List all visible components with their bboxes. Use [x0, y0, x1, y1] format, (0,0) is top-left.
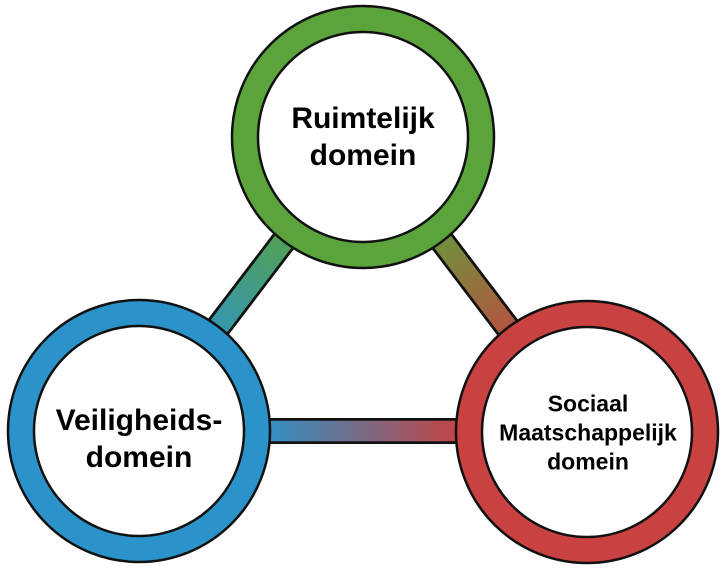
label-line: Ruimtelijk — [291, 102, 435, 135]
node-label-veiligheids: Veiligheids- domein — [56, 402, 223, 476]
ring-inner-circle — [32, 324, 246, 538]
label-line: domein — [547, 448, 629, 475]
node-label-sociaal: Sociaal Maatschappelijk domein — [499, 390, 677, 477]
label-line: Maatschappelijk — [499, 419, 677, 446]
label-line: Veiligheids- — [55, 404, 223, 437]
ring-inner-circle — [256, 30, 470, 244]
label-line: domein — [309, 139, 417, 172]
node-ring-ruimtelijk — [230, 4, 496, 270]
node-ring-sociaal — [454, 299, 720, 565]
ring-inner-circle — [480, 325, 694, 539]
node-label-ruimtelijk: Ruimtelijk domein — [291, 100, 434, 174]
label-line: domein — [85, 441, 193, 474]
node-ring-veiligheids — [6, 298, 272, 564]
label-line: Sociaal — [547, 390, 629, 417]
